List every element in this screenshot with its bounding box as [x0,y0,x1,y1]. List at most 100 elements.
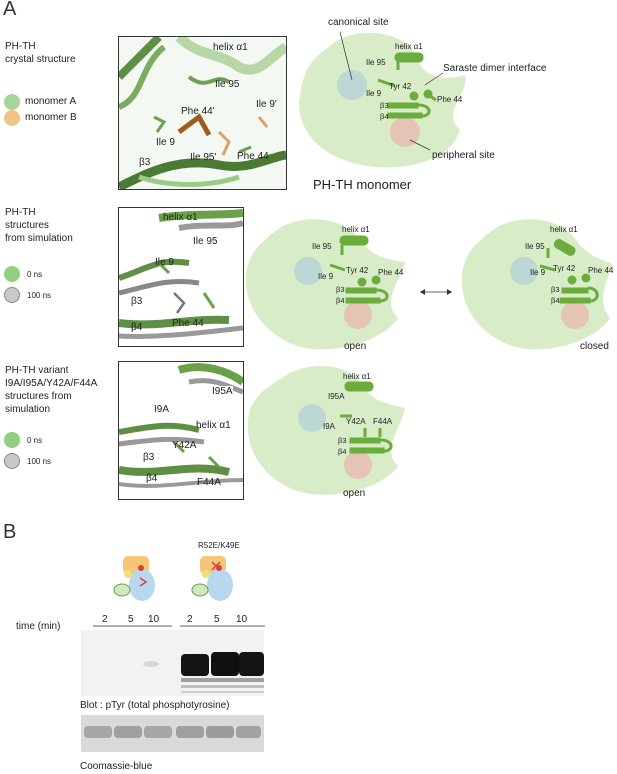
sim-label-ile9: Ile 9 [155,257,174,268]
variant-structure-image [118,361,244,500]
sim-label-b3: β3 [131,296,143,307]
schematic-ile9: Ile 9 [366,89,382,98]
row3-title-2: I9A/I95A/Y42A/F44A [5,378,98,389]
crystal-label-ile95p: Ile 95' [190,152,217,163]
schematic-saraste: Saraste dimer interface [443,63,547,74]
open-tyr42: Tyr 42 [346,266,369,275]
time-mut-2: 2 [187,614,193,625]
schematic-b4: β4 [380,112,389,121]
sim-label-ile95: Ile 95 [193,236,218,247]
open-caption: open [344,341,367,352]
crystal-label-phe44p: Phe 44' [181,106,215,117]
variant-schem-caption: open [343,488,366,499]
row2-title-3: from simulation [5,233,73,244]
open-helix: helix α1 [342,225,370,234]
coomassie-gel-image [81,715,264,752]
blot-caption: Blot : pTyr (total phosphotyrosine) [80,700,230,711]
legend-monomer-a-label: monomer A [25,96,77,107]
legend-monomer-b-swatch [4,110,20,126]
panel-a-letter: A [3,0,17,20]
time-wt-5: 5 [128,614,134,625]
simulation-ribbons [119,209,243,339]
wt-cartoon [113,556,155,601]
time-mut-10: 10 [236,614,248,625]
variant-label-b3: β3 [143,452,155,463]
blot-bands [81,630,264,696]
row2-legend-100ns-label: 100 ns [27,291,52,300]
closed-ile95: Ile 95 [525,242,545,251]
closed-b4: β4 [551,296,560,305]
row1-title-2: crystal structure [5,54,76,65]
row2-legend-100ns-swatch [4,287,20,303]
crystal-label-phe44: Phe 44 [237,151,269,162]
variant-label-i9a: I9A [154,404,170,415]
variant-label-f44a: F44A [197,477,221,488]
sim-label-phe44: Phe 44 [172,318,204,329]
row3-title-4: simulation [5,404,51,415]
row3-title-3: structures from [5,391,72,402]
crystal-label-helix: helix α1 [213,42,248,53]
variant-label-i95a: I95A [212,386,233,397]
variant-schem-y42a: Y42A [346,417,366,426]
coomassie-caption: Coomassie-blue [80,761,153,772]
row2-title-1: PH-TH [5,207,36,218]
simulation-structure-image [118,207,244,347]
schematic-tyr42: Tyr 42 [389,82,412,91]
schematic-helix: helix α1 [395,42,423,51]
legend-monomer-b-label: monomer B [25,112,77,123]
time-wt-2: 2 [102,614,108,625]
western-blot-image [81,630,264,696]
open-b3: β3 [336,285,345,294]
schematic-caption: PH-TH monomer [313,177,412,192]
variant-label-b4: β4 [146,473,158,484]
schematic-b3: β3 [380,101,389,110]
variant-label-y42a: Y42A [172,440,197,451]
row3-title-1: PH-TH variant [5,365,69,376]
row3-legend-100ns-label: 100 ns [27,457,52,466]
row3-legend-100ns-swatch [4,453,20,469]
time-axis-label: time (min) [16,621,61,632]
schematic-canonical-site: canonical site [328,17,389,28]
variant-label-helix: helix α1 [196,420,231,431]
open-phe44: Phe 44 [378,268,404,277]
open-ile95: Ile 95 [312,242,332,251]
variant-schem-i95a: I95A [328,392,345,401]
variant-ribbons [119,363,243,488]
row2-legend-0ns-swatch [4,266,20,282]
closed-phe44: Phe 44 [588,266,614,275]
closed-tyr42: Tyr 42 [553,264,576,273]
open-ile9: Ile 9 [318,272,334,281]
schematic-peripheral: peripheral site [432,150,495,161]
closed-helix: helix α1 [550,225,578,234]
crystal-label-b3: β3 [139,157,151,168]
crystal-structure-ribbons [119,37,286,189]
row3-legend-0ns-swatch [4,432,20,448]
time-wt-10: 10 [148,614,160,625]
open-b4: β4 [336,296,345,305]
closed-ile9: Ile 9 [530,268,546,277]
variant-schem-f44a: F44A [373,417,393,426]
variant-schem-b4: β4 [338,447,347,456]
row1-title-1: PH-TH [5,41,36,52]
mutant-label: R52E/K49E [198,541,240,550]
sim-label-helix: helix α1 [163,212,198,223]
row2-legend-0ns-label: 0 ns [27,270,43,279]
legend-monomer-a-swatch [4,94,20,110]
time-mut-5: 5 [214,614,220,625]
crystal-label-ile9p: Ile 9' [256,99,277,110]
row3-legend-0ns-label: 0 ns [27,436,43,445]
sim-label-b4: β4 [131,322,143,333]
row2-title-2: structures [5,220,49,231]
panel-b-letter: B [3,521,17,543]
coomassie-bands [81,715,264,752]
crystal-label-ile9: Ile 9 [156,137,175,148]
closed-caption: closed [580,341,609,352]
closed-b3: β3 [551,285,560,294]
schematic-phe44: Phe 44 [437,95,463,104]
mutant-cartoon [191,556,233,601]
variant-schem-helix: helix α1 [343,372,371,381]
variant-schem-b3: β3 [338,436,347,445]
variant-schem-i9a: I9A [323,422,336,431]
crystal-label-ile95: Ile 95 [215,79,240,90]
schematic-ile95: Ile 95 [366,58,386,67]
